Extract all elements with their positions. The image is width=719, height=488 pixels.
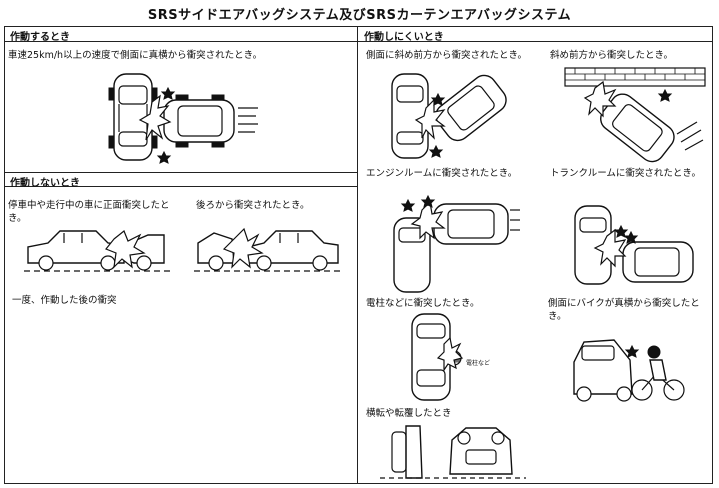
pole-impact-illustration: [411, 313, 464, 401]
no-deploy-heading: 作動しないとき: [10, 178, 80, 189]
rollover-illustration: [380, 425, 526, 479]
side-oblique-illustration: [391, 73, 507, 159]
no-deploy-once-caption: 一度、作動した後の衝突: [12, 295, 117, 306]
column-divider: [357, 26, 358, 484]
deploy-heading-rule: [4, 41, 357, 42]
deploy-heading: 作動するとき: [10, 32, 70, 43]
trunk-caption: トランクルームに衝突されたとき。: [550, 168, 701, 179]
deploy-caption: 車速25km/h以上の速度で側面に真横から衝突されたとき。: [8, 50, 263, 61]
diagram-frame: [4, 26, 713, 484]
side-oblique-caption: 側面に斜め前方から衝突されたとき。: [366, 50, 528, 61]
no-deploy-rear-caption: 後ろから衝突されたとき。: [196, 200, 310, 211]
hard-heading: 作動しにくいとき: [364, 32, 444, 43]
bike-caption: 側面にバイクが真横から衝突したとき。: [548, 298, 700, 322]
engine-caption: エンジンルームに衝突されたとき。: [366, 168, 518, 179]
bike-impact-illustration: [573, 339, 685, 402]
pole-caption: 電柱などに衝突したとき。: [366, 298, 480, 309]
side-impact-illustration: [108, 73, 258, 164]
trunk-impact-illustration: [574, 205, 694, 285]
pole-label: 電柱など: [466, 360, 491, 367]
rear-impact-illustration: [194, 227, 344, 272]
rollover-caption: 横転や転覆したとき: [366, 408, 452, 419]
oblique-front-illustration: [564, 67, 706, 163]
no-deploy-heading-rule: [4, 186, 357, 187]
frontal-impact-illustration: [24, 230, 174, 272]
page-title: SRSサイドエアバッグシステム及びSRSカーテンエアバッグシステム: [147, 8, 572, 23]
engine-impact-illustration: [393, 194, 520, 293]
oblique-front-caption: 斜め前方から衝突したとき。: [550, 50, 674, 61]
section-divider: [4, 172, 357, 173]
no-deploy-front-caption: 停車中や走行中の車に正面衝突したとき。: [8, 200, 170, 224]
hard-heading-rule: [358, 41, 713, 42]
